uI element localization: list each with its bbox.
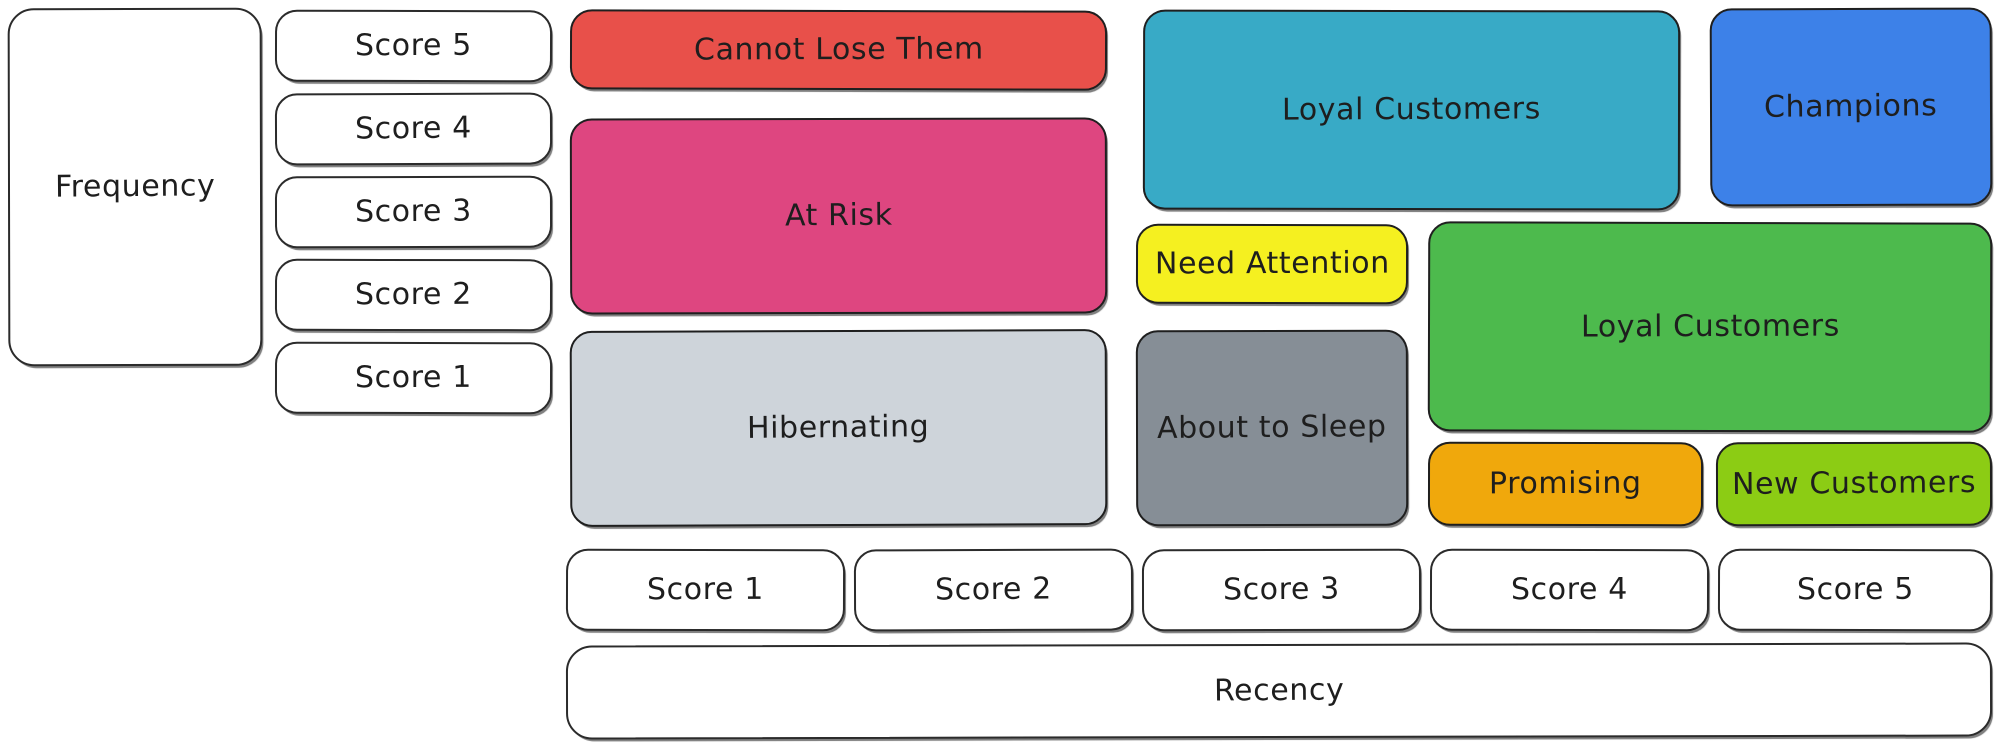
segment-about-to-sleep[interactable]: About to Sleep	[1135, 329, 1409, 527]
frequency-score-1-box[interactable]: Score 1	[274, 341, 553, 415]
recency-score-4-label: Score 4	[1510, 571, 1628, 608]
segment-promising[interactable]: Promising	[1427, 441, 1704, 527]
recency-score-3-box[interactable]: Score 3	[1141, 548, 1422, 632]
frequency-score-4-label: Score 4	[354, 110, 473, 147]
frequency-score-5-box[interactable]: Score 5	[274, 9, 553, 83]
recency-score-5-box[interactable]: Score 5	[1717, 548, 1993, 632]
recency-score-1-label: Score 1	[646, 571, 764, 607]
segment-need-attention-label: Need Attention	[1154, 245, 1390, 282]
segment-hibernating[interactable]: Hibernating	[569, 329, 1108, 527]
frequency-score-1-label: Score 1	[354, 359, 472, 395]
segment-hibernating-label: Hibernating	[747, 408, 930, 446]
segment-at-risk[interactable]: At Risk	[569, 117, 1108, 315]
segment-new-customers[interactable]: New Customers	[1715, 441, 1993, 527]
frequency-score-5-label: Score 5	[354, 27, 472, 63]
frequency-score-3-label: Score 3	[354, 193, 473, 230]
frequency-axis-label-box: Frequency	[7, 7, 263, 367]
segment-champions-label: Champions	[1764, 87, 1938, 125]
frequency-score-2-box[interactable]: Score 2	[274, 258, 553, 332]
recency-score-1-box[interactable]: Score 1	[565, 548, 846, 632]
segment-loyal-customers-teal[interactable]: Loyal Customers	[1142, 9, 1681, 211]
recency-score-2-label: Score 2	[934, 571, 1053, 608]
segment-promising-label: Promising	[1489, 465, 1642, 502]
recency-axis-label-box: Recency	[565, 642, 1993, 740]
recency-axis-label: Recency	[1213, 672, 1345, 709]
segment-champions[interactable]: Champions	[1709, 7, 1993, 207]
frequency-score-2-label: Score 2	[354, 276, 472, 313]
frequency-score-4-box[interactable]: Score 4	[274, 92, 553, 166]
segment-at-risk-label: At Risk	[784, 197, 893, 234]
segment-cannot-lose-them[interactable]: Cannot Lose Them	[569, 9, 1108, 91]
segment-cannot-lose-them-label: Cannot Lose Them	[693, 31, 984, 68]
segment-new-customers-label: New Customers	[1731, 464, 1977, 502]
segment-loyal-customers-green-label: Loyal Customers	[1580, 308, 1840, 345]
segment-need-attention[interactable]: Need Attention	[1135, 223, 1409, 305]
segment-loyal-customers-teal-label: Loyal Customers	[1281, 91, 1542, 128]
segment-loyal-customers-green[interactable]: Loyal Customers	[1427, 221, 1993, 433]
recency-score-5-label: Score 5	[1796, 571, 1914, 607]
frequency-score-3-box[interactable]: Score 3	[274, 175, 553, 249]
frequency-axis-label: Frequency	[54, 168, 216, 205]
recency-score-3-label: Score 3	[1222, 571, 1341, 608]
segment-about-to-sleep-label: About to Sleep	[1157, 408, 1387, 446]
recency-score-2-box[interactable]: Score 2	[853, 548, 1134, 632]
recency-score-4-box[interactable]: Score 4	[1429, 548, 1710, 632]
